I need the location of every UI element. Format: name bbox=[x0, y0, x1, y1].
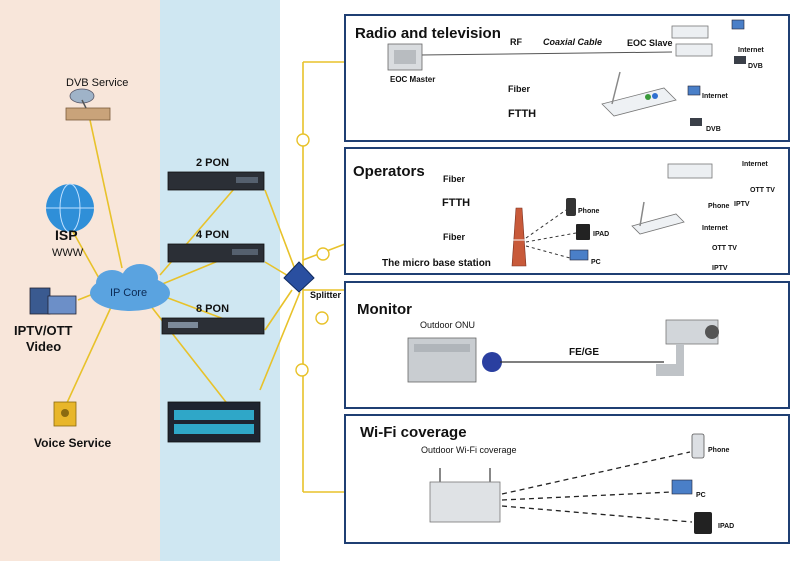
micro-bs-wireless-links bbox=[525, 209, 577, 259]
operators-ott-tv-top-label: OTT TV bbox=[750, 187, 775, 194]
radio-internet-bottom-label: Internet bbox=[702, 93, 728, 100]
pon8-label: 8 PON bbox=[196, 303, 229, 315]
link-olt-splitter bbox=[259, 291, 301, 391]
operators-phone-right-label: Phone bbox=[708, 203, 729, 210]
outdoor-onu-label: Outdoor ONU bbox=[420, 320, 475, 330]
voice-phone-icon bbox=[53, 401, 77, 427]
isp-label: ISP bbox=[55, 227, 78, 243]
splitter-marker-1 bbox=[296, 133, 310, 147]
operators-ont-mid bbox=[631, 201, 685, 235]
radio-tv-title: Radio and television bbox=[355, 25, 501, 42]
link-isp-cloud bbox=[71, 229, 101, 281]
iptv-label-line1: IPTV/OTT bbox=[14, 323, 73, 338]
outdoor-wifi-label: Outdoor Wi-Fi coverage bbox=[421, 445, 517, 455]
iptv-label-line2: Video bbox=[26, 339, 61, 354]
link-pon8-splitter bbox=[264, 289, 293, 331]
splitter-marker-3 bbox=[315, 311, 329, 325]
radio-fiber-label: Fiber bbox=[508, 84, 531, 94]
operators-ftth-label: FTTH bbox=[442, 197, 470, 209]
operators-phone-icon bbox=[566, 198, 576, 216]
monitor-title: Monitor bbox=[357, 301, 412, 318]
operators-ipad-label: IPAD bbox=[593, 231, 609, 238]
voice-service-label: Voice Service bbox=[34, 436, 111, 450]
operators-internet-mid-label: Internet bbox=[702, 225, 728, 232]
radio-pc-icon-top bbox=[731, 19, 745, 30]
operators-pc-icon bbox=[569, 249, 589, 261]
operators-iptv-right-label: IPTV bbox=[734, 201, 750, 208]
splitter-label: Splitter bbox=[310, 290, 342, 300]
www-label: WWW bbox=[52, 247, 84, 259]
splitter-marker-4 bbox=[295, 363, 309, 377]
wifi-phone-label: Phone bbox=[708, 447, 729, 454]
radio-dvb-bottom-label: DVB bbox=[706, 126, 721, 133]
olt-8pon-device bbox=[161, 317, 265, 335]
olt-2pon-device bbox=[167, 171, 265, 191]
olt-4pon-device bbox=[167, 243, 265, 263]
outdoor-onu-device bbox=[407, 337, 502, 383]
splitter-markers bbox=[295, 133, 330, 377]
wifi-pc-label: PC bbox=[696, 492, 706, 499]
eoc-slave-device bbox=[671, 25, 713, 57]
security-camera-icon bbox=[656, 319, 719, 376]
splitter-icon bbox=[283, 261, 315, 293]
olt-chassis-device bbox=[167, 401, 261, 443]
link-voice-cloud bbox=[65, 304, 113, 406]
ip-core-label: IP Core bbox=[110, 287, 147, 299]
wifi-wireless-links bbox=[501, 451, 693, 523]
eoc-master-device bbox=[387, 43, 423, 71]
operators-fiber-top-label: Fiber bbox=[443, 174, 466, 184]
radio-internet-top-label: Internet bbox=[738, 47, 764, 54]
olt-zone bbox=[160, 0, 280, 561]
radio-ftth-label: FTTH bbox=[508, 108, 536, 120]
dvb-dish-icon bbox=[65, 88, 111, 121]
micro-base-station-label: The micro base station bbox=[382, 258, 491, 269]
fe-ge-label: FE/GE bbox=[569, 347, 599, 358]
ip-core-cloud-icon bbox=[90, 264, 170, 311]
operators-fiber-bottom-label: Fiber bbox=[443, 232, 466, 242]
radio-rf-label: RF bbox=[510, 37, 522, 47]
operators-ipad-icon bbox=[576, 224, 590, 240]
wifi-pc-icon bbox=[671, 479, 693, 495]
link-pon2-splitter bbox=[264, 189, 297, 273]
operators-phone-label: Phone bbox=[578, 208, 599, 215]
splitter-marker-2 bbox=[316, 247, 330, 261]
radio-eoc-slave-label: EOC Slave bbox=[627, 38, 673, 48]
wifi-ipad-label: IPAD bbox=[718, 523, 734, 530]
wifi-ipad-icon bbox=[694, 512, 712, 534]
radio-coax-line bbox=[419, 51, 673, 56]
radio-dvb-top-label: DVB bbox=[748, 63, 763, 70]
radio-pc-icon-bottom bbox=[687, 85, 701, 96]
radio-ont-router bbox=[601, 71, 677, 117]
link-dvb-cloud bbox=[89, 119, 123, 269]
wifi-phone-icon bbox=[691, 433, 705, 459]
isp-globe-icon bbox=[46, 183, 94, 233]
link-pon4-splitter bbox=[264, 261, 291, 278]
operators-pc-label: PC bbox=[591, 259, 601, 266]
wifi-title: Wi-Fi coverage bbox=[360, 424, 467, 441]
iptv-screens-icon bbox=[29, 287, 77, 315]
eoc-master-label: EOC Master bbox=[390, 75, 435, 84]
radio-tv-icon-bottom bbox=[690, 118, 702, 126]
micro-base-station-tower bbox=[511, 207, 527, 267]
radio-coaxial-label: Coaxial Cable bbox=[543, 37, 602, 47]
outdoor-wifi-ap-device bbox=[429, 468, 501, 523]
operators-iptv-bottom-label: IPTV bbox=[712, 265, 728, 272]
operators-title: Operators bbox=[353, 163, 425, 180]
radio-tv-icon-top bbox=[734, 56, 746, 64]
pon4-label: 4 PON bbox=[196, 229, 229, 241]
pon2-label: 2 PON bbox=[196, 157, 229, 169]
dvb-service-label: DVB Service bbox=[66, 77, 128, 89]
panel-radio-tv bbox=[344, 14, 790, 142]
operators-ont-top bbox=[667, 163, 713, 179]
operators-ott-tv-mid-label: OTT TV bbox=[712, 245, 737, 252]
operators-internet-top-label: Internet bbox=[742, 161, 768, 168]
